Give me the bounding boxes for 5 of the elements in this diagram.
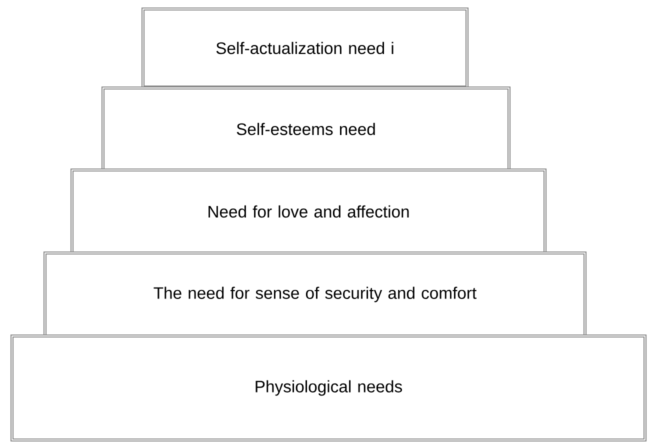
pyramid-level-box: Need for love and affection	[70, 168, 547, 255]
pyramid-level-box: Self-esteems need	[101, 86, 511, 172]
pyramid-level-box: Physiological needs	[10, 334, 647, 442]
pyramid-level-box: Self-actualization need i	[141, 7, 469, 89]
pyramid-level-box: The need for sense of security and comfort	[43, 251, 587, 338]
